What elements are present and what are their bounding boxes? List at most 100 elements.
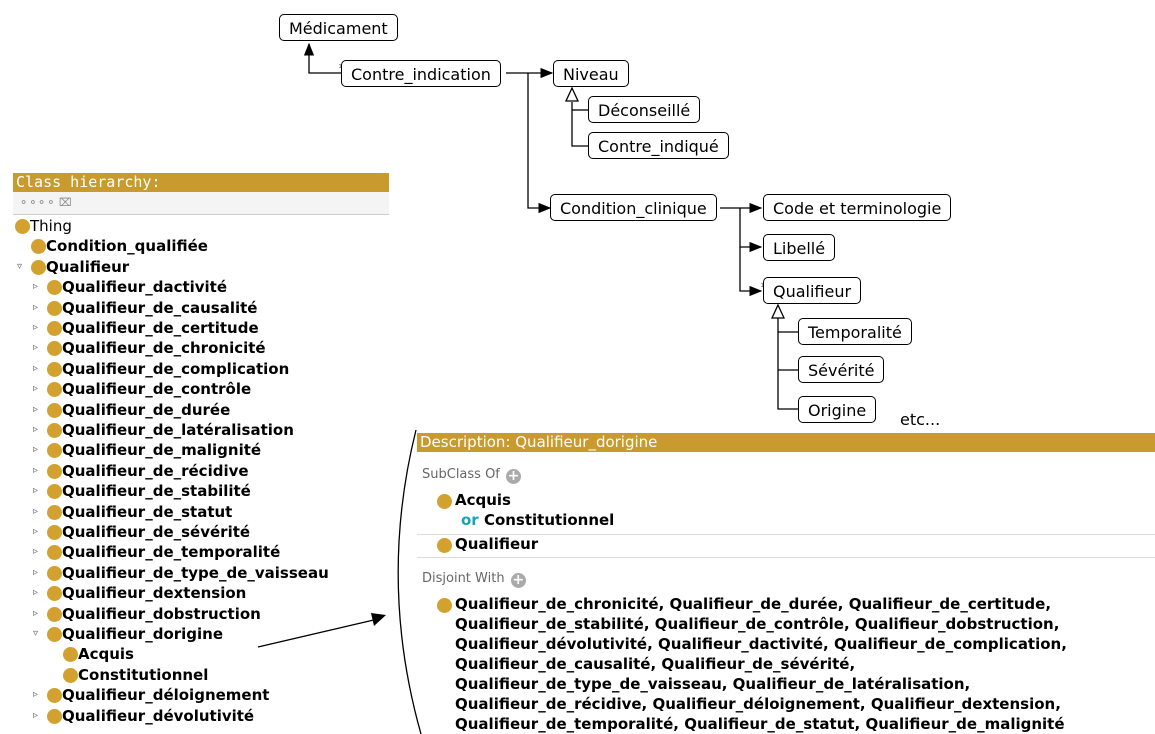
disjoint-line: Qualifieur_de_temporalité, Qualifieur_de… (455, 715, 1065, 733)
expand-triangle-icon[interactable]: ▹ (33, 362, 39, 374)
expand-triangle-icon[interactable]: ▹ (33, 301, 39, 313)
disjoint-line: Qualifieur_de_causalité, Qualifieur_de_s… (455, 655, 856, 673)
class-dot-icon (47, 586, 62, 602)
class-tree-label: Qualifieur_déloignement (62, 686, 270, 705)
disjoint-with-label: Disjoint With (422, 571, 505, 586)
subclass-of-header: SubClass Of + (422, 467, 522, 484)
class-dot-icon (47, 504, 62, 520)
class-tree-label: Qualifieur_de_récidive (62, 461, 249, 480)
expand-triangle-icon[interactable]: ▹ (33, 485, 39, 497)
class-dot-icon (47, 402, 62, 418)
description-title: Description: Qualifieur_dorigine (417, 433, 1155, 452)
expand-triangle-icon[interactable]: ▹ (33, 403, 39, 415)
subclass-of-label: SubClass Of (422, 467, 500, 482)
class-tree-label: Qualifieur_dévolutivité (62, 706, 255, 725)
collapse-triangle-icon[interactable]: ▿ (33, 628, 39, 639)
add-sibling-icon[interactable]: ⚬⚬ (37, 196, 56, 209)
class-tree-label: Condition_qualifiée (46, 237, 208, 256)
node-niveau: Niveau (553, 60, 629, 87)
expand-triangle-icon[interactable]: ▹ (33, 281, 39, 293)
class-tree-label: Acquis (78, 645, 134, 664)
class-dot-icon (47, 545, 62, 561)
expand-triangle-icon[interactable]: ▹ (33, 342, 39, 354)
edge-niveau-deconseille (571, 102, 588, 147)
node-code-terminologie: Code et terminologie (763, 194, 952, 221)
node-origine: Origine (798, 396, 877, 423)
or-keyword: or (461, 511, 479, 529)
disjoint-with-list[interactable]: Qualifieur_de_chronicité, Qualifieur_de_… (455, 594, 1067, 734)
edge-ci-medicament (303, 42, 341, 74)
class-dot-icon (63, 667, 78, 683)
hierarchy-toolbar: ⚬⚬ ⚬⚬ ⌧ (13, 192, 389, 215)
expand-triangle-icon[interactable]: ▹ (33, 546, 39, 558)
class-hierarchy-panel: Class hierarchy: ⚬⚬ ⚬⚬ ⌧ ▿ThingCondition… (13, 173, 389, 734)
class-tree-label: Qualifieur_de_chronicité (62, 339, 266, 358)
expand-triangle-icon[interactable]: ▹ (33, 444, 39, 456)
class-tree-label: Qualifieur_de_causalité (62, 298, 258, 317)
edge-cc-qualifieur (739, 247, 763, 297)
node-contre-indique: Contre_indiqué (588, 132, 729, 159)
node-condition-clinique: Condition_clinique (550, 194, 717, 221)
subclass-expression-first[interactable]: Acquis (455, 491, 511, 509)
subclass-expression-second[interactable]: Qualifieur (455, 535, 539, 553)
expand-triangle-icon[interactable]: ▹ (33, 424, 39, 435)
add-subclass-icon[interactable]: ⚬⚬ (19, 196, 38, 209)
expand-triangle-icon[interactable]: ▹ (33, 709, 39, 721)
disjoint-with-header: Disjoint With + (422, 571, 526, 588)
expand-triangle-icon[interactable]: ▹ (33, 505, 39, 517)
class-tree-label: Thing (30, 217, 72, 235)
class-dot-icon (63, 647, 78, 663)
add-disjoint-plus-icon[interactable]: + (510, 572, 526, 588)
node-contre-indication: Contre_indication (341, 60, 501, 87)
subclass-expression-cont: Constitutionnel (483, 511, 615, 529)
class-dot-icon (31, 259, 46, 275)
node-qualifieur: Qualifieur (763, 277, 862, 304)
disjoint-line: Qualifieur_de_récidive, Qualifieur_déloi… (455, 695, 1061, 713)
disjoint-line: Qualifieur_de_chronicité, Qualifieur_de_… (455, 595, 1052, 613)
class-dot-icon (47, 280, 62, 296)
class-tree-label: Qualifieur_dobstruction (62, 604, 261, 623)
disjoint-line: Qualifieur_de_stabilité, Qualifieur_de_c… (455, 615, 1060, 633)
class-dot-icon (47, 423, 62, 438)
class-tree-label: Qualifieur_de_temporalité (62, 543, 281, 562)
add-subclass-plus-icon[interactable]: + (506, 468, 522, 484)
class-dot-icon (47, 463, 62, 479)
class-tree-label: Qualifieur (46, 257, 130, 276)
edge-cc-libelle (739, 208, 763, 253)
class-tree-label: Qualifieur_de_certitude (62, 319, 259, 337)
class-dot-icon (47, 300, 62, 316)
class-dot-icon (47, 708, 62, 724)
expand-triangle-icon[interactable]: ▹ (33, 464, 39, 476)
class-tree-label: Constitutionnel (78, 665, 209, 684)
class-dot-icon (47, 382, 62, 398)
delete-class-icon[interactable]: ⌧ (59, 196, 72, 209)
divider (417, 557, 1155, 558)
description-pointer-arrow (371, 613, 386, 626)
class-tree-label: Qualifieur_de_sévérité (62, 523, 251, 541)
inheritance-triangle-niveau (564, 86, 580, 102)
class-tree-label: Qualifieur_de_durée (62, 400, 231, 419)
expand-triangle-icon[interactable]: ▹ (33, 383, 39, 395)
expand-triangle-icon[interactable]: ▹ (33, 566, 39, 578)
description-panel: Description: Qualifieur_dorigine SubClas… (417, 433, 1155, 734)
divider (417, 534, 1155, 535)
expand-triangle-icon[interactable]: ▹ (33, 526, 39, 537)
edge-dorigine-description (257, 618, 379, 648)
expand-triangle-icon[interactable]: ▹ (33, 587, 39, 599)
class-tree-label: Qualifieur_de_stabilité (62, 482, 251, 501)
class-dot-icon (47, 627, 62, 642)
expand-triangle-icon[interactable]: ▹ (33, 689, 39, 701)
node-libelle: Libellé (763, 234, 836, 261)
class-dot-icon (47, 361, 62, 377)
class-dot-icon (31, 239, 46, 255)
collapse-triangle-icon[interactable]: ▿ (17, 260, 23, 272)
class-tree-label: Qualifieur_de_complication (62, 359, 290, 378)
class-dot-icon (47, 341, 62, 357)
expand-triangle-icon[interactable]: ▹ (33, 607, 39, 619)
class-tree-label: Qualifieur_dorigine (62, 625, 224, 643)
expand-triangle-icon[interactable]: ▹ (33, 322, 39, 333)
class-tree-label: Qualifieur_de_statut (62, 502, 233, 521)
class-dot-icon (47, 688, 62, 704)
node-deconseille: Déconseillé (588, 96, 701, 123)
